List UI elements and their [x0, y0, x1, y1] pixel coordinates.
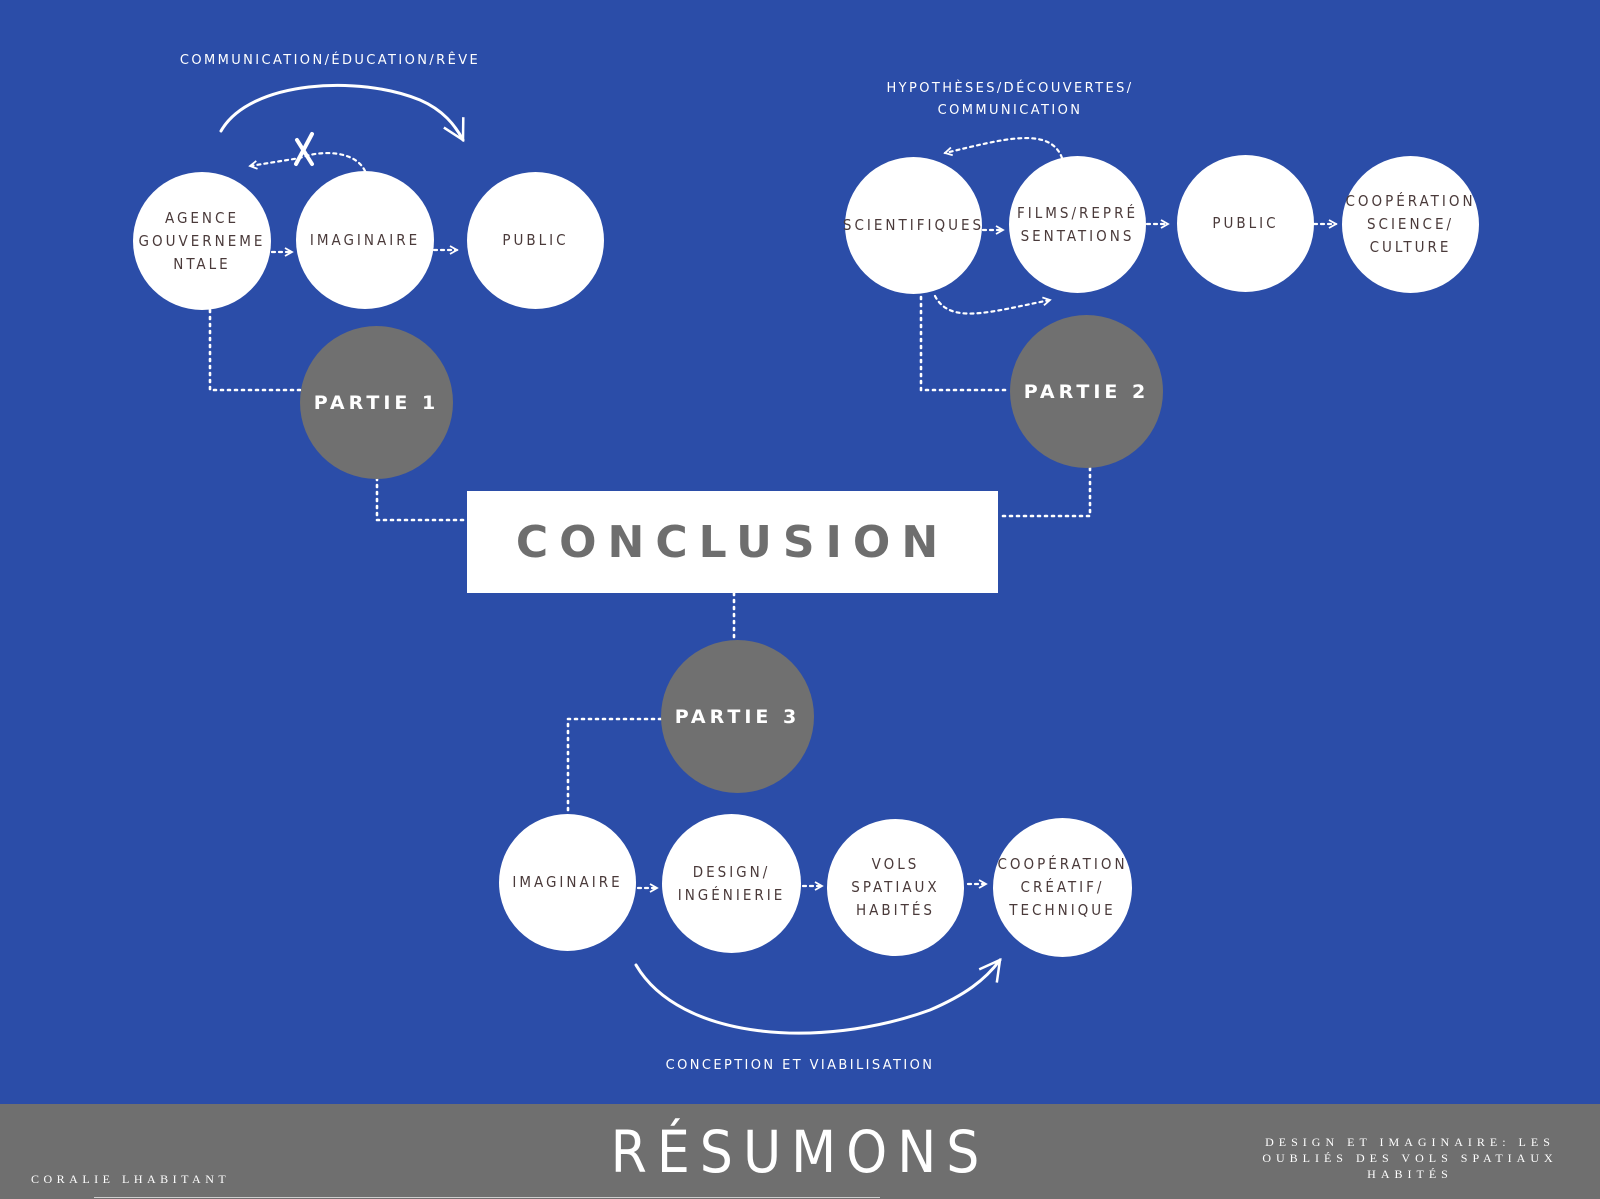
- node-label: FILMS/REPRÉ SENTATIONS: [1017, 203, 1138, 245]
- arrow-films-scientifiques-back: [943, 137, 1064, 160]
- link-agence-partie1: [208, 308, 302, 392]
- node-partie-1: PARTIE 1: [300, 326, 453, 479]
- node-design-ingenierie: DESIGN/ INGÉNIERIE: [662, 814, 801, 953]
- part-label: PARTIE 3: [674, 705, 801, 728]
- caption-hypotheses: HYPOTHÈSES/DÉCOUVERTES/ COMMUNICATION: [886, 81, 1134, 118]
- conclusion-box: CONCLUSION: [467, 491, 998, 593]
- node-imaginaire-p3: IMAGINAIRE: [499, 814, 636, 951]
- link-partie2-conclusion: [996, 466, 1092, 518]
- caption-conception: CONCEPTION ET VIABILISATION: [665, 1058, 935, 1073]
- link-partie3-imaginaire: [566, 717, 663, 815]
- part-label: PARTIE 2: [1023, 380, 1150, 403]
- connector-layer: [208, 83, 1338, 1035]
- footer-author: CORALIE LHABITANT: [31, 1172, 231, 1186]
- big-arrow-top-left: [219, 83, 465, 143]
- node-label: COOPÉRATION CRÉATIF/ TECHNIQUE: [997, 855, 1128, 919]
- node-label: PUBLIC: [1212, 214, 1279, 232]
- footer-title: RÉSUMONS: [610, 1118, 990, 1186]
- node-label: SCIENTIFIQUES: [842, 216, 985, 234]
- cross-mark-icon: [294, 132, 314, 166]
- big-arrow-bottom: [634, 957, 1002, 1035]
- link-partie1-conclusion: [375, 476, 469, 522]
- caption-communication: COMMUNICATION/ÉDUCATION/RÊVE: [179, 53, 481, 68]
- node-cooperation-science-culture: COOPÉRATION SCIENCE/ CULTURE: [1342, 156, 1479, 293]
- node-label: AGENCE GOUVERNEME NTALE: [138, 208, 266, 273]
- node-imaginaire-p1: IMAGINAIRE: [296, 171, 434, 309]
- node-public-p2: PUBLIC: [1177, 155, 1314, 292]
- node-label: IMAGINAIRE: [309, 230, 421, 249]
- node-scientifiques: SCIENTIFIQUES: [842, 157, 985, 294]
- node-label: COOPÉRATION SCIENCE/ CULTURE: [1345, 192, 1476, 256]
- diagram-canvas: COMMUNICATION/ÉDUCATION/RÊVE HYPOTHÈSES/…: [133, 53, 1479, 1073]
- node-label: PUBLIC: [502, 231, 569, 249]
- node-public-p1: PUBLIC: [467, 172, 604, 309]
- part-label: PARTIE 1: [313, 391, 440, 414]
- footer-subtitle: DESIGN ET IMAGINAIRE: LES OUBLIÉS DES VO…: [1262, 1135, 1558, 1181]
- node-partie-2: PARTIE 2: [1010, 315, 1163, 468]
- footer-bar: CORALIE LHABITANT RÉSUMONS DESIGN ET IMA…: [0, 1104, 1600, 1199]
- node-label: DESIGN/ INGÉNIERIE: [677, 862, 786, 904]
- node-cooperation-creatif-technique: COOPÉRATION CRÉATIF/ TECHNIQUE: [993, 818, 1132, 957]
- node-partie-3: PARTIE 3: [661, 640, 814, 793]
- node-films-representations: FILMS/REPRÉ SENTATIONS: [1009, 156, 1146, 293]
- conclusion-label: CONCLUSION: [515, 516, 950, 568]
- node-label: IMAGINAIRE: [512, 873, 623, 891]
- node-vols-spatiaux-habites: VOLS SPATIAUX HABITÉS: [827, 819, 964, 956]
- link-scientifiques-partie2: [919, 295, 1012, 392]
- footer-divider: [94, 1197, 880, 1198]
- node-agence-gouvernementale: AGENCE GOUVERNEME NTALE: [133, 172, 271, 310]
- arrow-scientifiques-films-under: [933, 294, 1052, 315]
- node-label: VOLS SPATIAUX HABITÉS: [851, 855, 940, 919]
